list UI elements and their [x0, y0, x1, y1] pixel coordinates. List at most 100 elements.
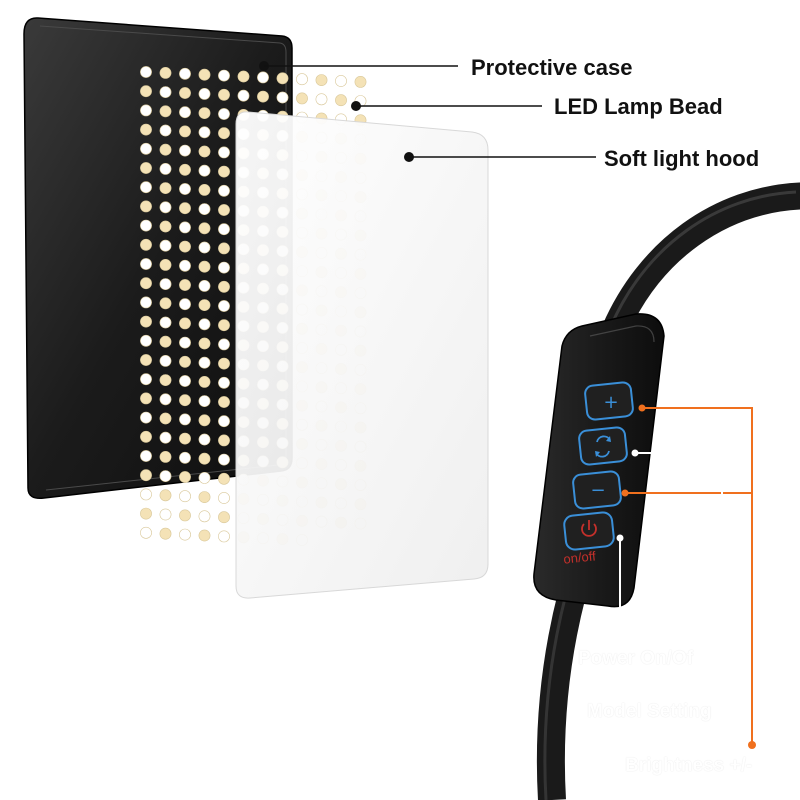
led-bead — [179, 451, 191, 464]
led-bead — [198, 107, 211, 119]
led-bead — [140, 104, 152, 117]
led-bead — [218, 396, 230, 408]
led-bead — [179, 240, 191, 253]
led-bead — [218, 223, 230, 236]
led-bead — [159, 316, 172, 329]
led-bead — [218, 165, 230, 178]
led-bead — [159, 105, 172, 118]
soft-light-hood-panel — [235, 111, 489, 599]
led-bead — [296, 92, 308, 105]
led-bead — [140, 507, 152, 520]
led-bead — [159, 393, 172, 406]
power-button[interactable] — [563, 511, 615, 551]
led-bead — [179, 317, 191, 330]
brightness-plus-button[interactable]: + — [584, 381, 634, 421]
led-bead — [179, 336, 191, 349]
led-bead — [140, 430, 152, 443]
led-bead — [179, 298, 191, 311]
led-bead — [179, 144, 191, 157]
led-bead — [198, 491, 211, 503]
led-bead — [159, 86, 172, 98]
led-bead — [218, 300, 230, 312]
led-bead — [296, 73, 308, 86]
led-bead — [198, 241, 211, 254]
led-bead — [159, 278, 172, 290]
led-bead — [218, 108, 230, 120]
led-bead — [159, 489, 172, 502]
led-bead — [218, 357, 230, 370]
callout-lines — [259, 61, 596, 162]
led-bead — [179, 183, 191, 195]
led-bead — [218, 453, 230, 466]
led-bead — [140, 392, 152, 405]
led-bead — [276, 72, 289, 85]
led-bead — [140, 488, 152, 501]
led-bead — [159, 374, 172, 386]
model-setting-button[interactable] — [578, 426, 628, 466]
led-bead — [179, 221, 191, 234]
led-bead — [140, 450, 152, 462]
led-bead — [140, 219, 152, 232]
led-bead — [159, 182, 172, 194]
led-bead — [179, 259, 191, 272]
led-bead — [159, 124, 172, 137]
led-bead — [140, 258, 152, 270]
led-bead — [140, 315, 152, 328]
led-bead — [218, 88, 230, 101]
led-bead — [198, 337, 211, 350]
led-bead — [315, 74, 328, 86]
led-bead — [179, 202, 191, 215]
led-bead — [257, 71, 269, 84]
led-bead — [179, 163, 191, 176]
led-bead — [198, 126, 211, 139]
led-bead — [198, 318, 211, 331]
led-bead — [159, 297, 172, 310]
led-bead — [218, 434, 230, 447]
led-bead — [218, 472, 230, 485]
led-bead — [198, 529, 211, 542]
led-bead — [257, 90, 269, 103]
led-bead — [159, 412, 172, 425]
led-bead — [140, 526, 152, 539]
led-bead — [179, 279, 191, 291]
led-bead — [179, 413, 191, 426]
led-bead — [140, 354, 152, 366]
led-bead — [218, 280, 230, 293]
led-bead — [335, 94, 347, 107]
power-icon — [581, 520, 597, 537]
led-bead — [218, 511, 230, 524]
led-bead — [198, 395, 211, 407]
led-bead — [179, 471, 191, 483]
led-bead — [198, 510, 211, 523]
on-off-printed-label: on/off — [563, 548, 597, 566]
led-bead — [237, 70, 250, 83]
leader-lines — [616, 404, 756, 749]
minus-icon: − — [590, 480, 605, 501]
led-bead — [159, 431, 172, 444]
led-bead — [179, 509, 191, 522]
led-bead — [140, 181, 152, 194]
led-bead — [140, 469, 152, 482]
led-bead — [140, 334, 152, 347]
led-bead — [140, 277, 152, 290]
led-bead — [198, 433, 211, 446]
led-bead — [179, 528, 191, 541]
led-bead — [140, 66, 152, 78]
led-bead — [159, 67, 172, 79]
led-bead — [140, 296, 152, 309]
led-bead — [140, 200, 152, 213]
led-bead — [218, 261, 230, 274]
led-bead — [218, 319, 230, 332]
led-bead — [159, 239, 172, 252]
led-bead — [198, 299, 211, 311]
brightness-minus-button[interactable]: − — [572, 470, 622, 510]
cycle-icon — [595, 435, 611, 458]
led-bead — [218, 184, 230, 197]
inline-controller: + − on/off — [533, 313, 665, 608]
led-bead — [198, 279, 211, 292]
led-bead — [179, 432, 191, 445]
led-lamp-bead-label: LED Lamp Bead — [554, 94, 723, 119]
led-bead — [354, 76, 367, 88]
led-bead — [218, 415, 230, 428]
